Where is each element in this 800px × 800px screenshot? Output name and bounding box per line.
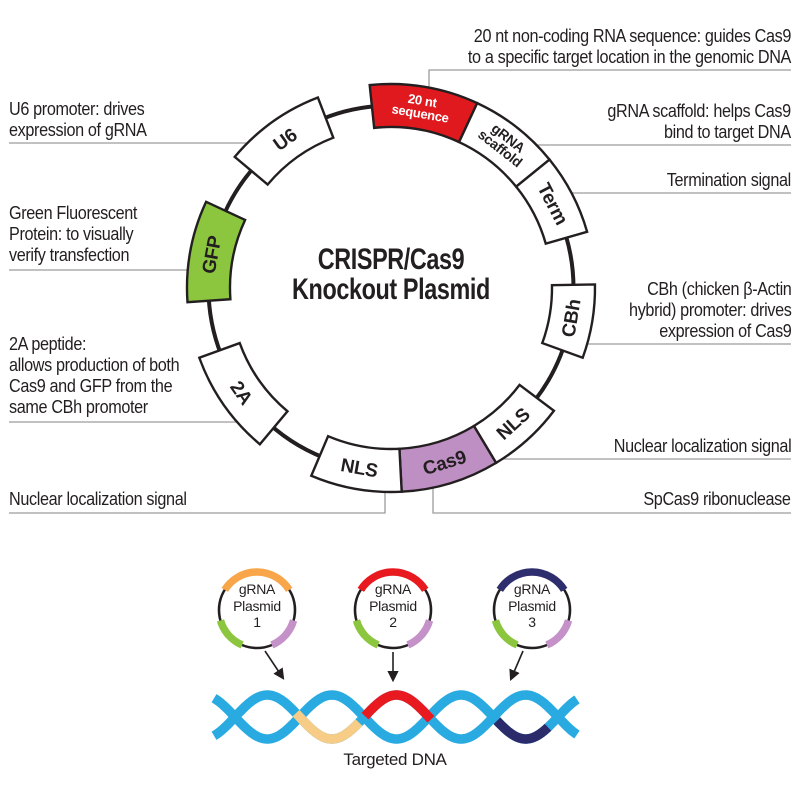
- text-line: 2: [389, 614, 397, 630]
- title-line: CRISPR/Cas9: [317, 243, 465, 276]
- plasmid-segment-cbh: [540, 283, 597, 360]
- mini-plasmid-1-label: gRNA Plasmid 1: [212, 581, 302, 631]
- annotation-cbh-promoter: CBh (chicken β-Actin hybrid) promoter: d…: [628, 279, 792, 342]
- annotation-2a-peptide: 2A peptide: allows production of both Ca…: [9, 334, 180, 418]
- text-line: gRNA scaffold: helps Cas9: [607, 101, 792, 121]
- annotation-line-0: [428, 69, 791, 88]
- text-line: hybrid) promoter: drives: [628, 300, 792, 320]
- text-line: expression of Cas9: [658, 321, 792, 341]
- text-line: Plasmid: [508, 597, 556, 614]
- text-line: bind to target DNA: [664, 122, 791, 142]
- text-line: allows production of both: [9, 355, 180, 375]
- text-line: Plasmid: [369, 597, 417, 614]
- annotation-u6-promoter: U6 promoter: drives expression of gRNA: [9, 99, 147, 141]
- mini-plasmid-top-arc: [221, 568, 293, 592]
- dna-strand-b: [211, 690, 581, 744]
- text-line: Protein: to visually: [9, 224, 134, 244]
- mini-plasmid-green-arc: [491, 619, 519, 649]
- dna-highlight-3: [493, 717, 552, 744]
- arrow-to-dna-1: [264, 650, 285, 680]
- text-line: Nuclear localization signal: [9, 489, 187, 509]
- dna-highlight-1: [292, 709, 363, 744]
- title-line: Knockout Plasmid: [292, 273, 490, 306]
- text-line: SpCas9 ribonuclease: [643, 489, 792, 509]
- mini-plasmid-green-arc: [216, 619, 244, 649]
- text-line: Nuclear localization signal: [613, 436, 791, 456]
- text-line: gRNA: [238, 581, 276, 597]
- text-line: Cas9 and GFP from the: [9, 376, 173, 396]
- plasmid-segment-term: [514, 157, 589, 246]
- annotation-line-9: [9, 491, 386, 514]
- text-line: Plasmid: [233, 597, 281, 614]
- dna-helix: [211, 690, 581, 744]
- annotation-termination: Termination signal: [667, 170, 791, 191]
- annotation-gfp: Green Fluorescent Protein: to visually v…: [9, 203, 137, 266]
- mini-plasmid-3: [491, 568, 573, 650]
- annotation-line-5: [432, 488, 791, 514]
- mini-plasmid-1: [216, 568, 298, 650]
- text-line: 20 nt non-coding RNA sequence: guides Ca…: [473, 26, 792, 46]
- mini-plasmid-purple-arc: [545, 619, 573, 649]
- delivery-arrows: [264, 650, 524, 683]
- annotation-spcas9: SpCas9 ribonuclease: [643, 489, 792, 510]
- dna-highlight-2: [361, 690, 435, 723]
- text-line: 2A peptide:: [9, 334, 87, 354]
- plasmid-segment-u6: [233, 95, 335, 187]
- plasmid-map: 20 ntsequencegRNAscaffoldTermCBhNLSCas9N…: [185, 82, 597, 494]
- text-line: verify transfection: [9, 245, 130, 265]
- mini-plasmid-2: [352, 568, 434, 650]
- text-line: 3: [528, 614, 536, 630]
- annotation-grna-scaffold: gRNA scaffold: helps Cas9 bind to target…: [607, 101, 792, 143]
- text-line: same CBh promoter: [9, 397, 148, 417]
- mini-plasmid-top-arc: [357, 568, 429, 592]
- text-line: gRNA: [374, 581, 412, 597]
- plasmid-segment-gfp: [185, 200, 247, 304]
- annotation-connector-lines: [9, 69, 791, 514]
- text-line: Termination signal: [666, 170, 791, 190]
- dna-strand-a: [211, 690, 581, 744]
- mini-plasmid-green-arc: [352, 619, 380, 649]
- annotation-20nt-sequence: 20 nt non-coding RNA sequence: guides Ca…: [468, 26, 791, 68]
- text-line: to a specific target location in the gen…: [467, 47, 791, 67]
- plasmid-segment-nls-left: [309, 434, 403, 494]
- mini-plasmid-purple-arc: [270, 619, 298, 649]
- annotation-nls-left: Nuclear localization signal: [9, 489, 187, 510]
- text-line: 1: [253, 614, 261, 630]
- text-line: expression of gRNA: [9, 120, 147, 140]
- text-line: CBh (chicken β-Actin: [646, 279, 792, 299]
- text-line: Green Fluorescent: [9, 203, 138, 223]
- text-line: U6 promoter: drives: [9, 99, 145, 119]
- text-line: gRNA: [513, 581, 551, 597]
- mini-plasmid-top-arc: [496, 568, 568, 592]
- plasmid-segment-2a: [197, 341, 290, 446]
- mini-plasmid-purple-arc: [406, 619, 434, 649]
- mini-plasmid-2-label: gRNA Plasmid 2: [348, 581, 438, 631]
- targeted-dna-label: Targeted DNA: [343, 750, 447, 769]
- annotation-nls-right: Nuclear localization signal: [613, 436, 791, 457]
- mini-plasmids: [216, 568, 573, 650]
- plasmid-title: CRISPR/Cas9 Knockout Plasmid: [274, 245, 508, 305]
- mini-plasmid-3-label: gRNA Plasmid 3: [487, 581, 577, 631]
- segment-label-line: 20 nt: [407, 91, 439, 111]
- arrow-to-dna-3: [509, 650, 524, 682]
